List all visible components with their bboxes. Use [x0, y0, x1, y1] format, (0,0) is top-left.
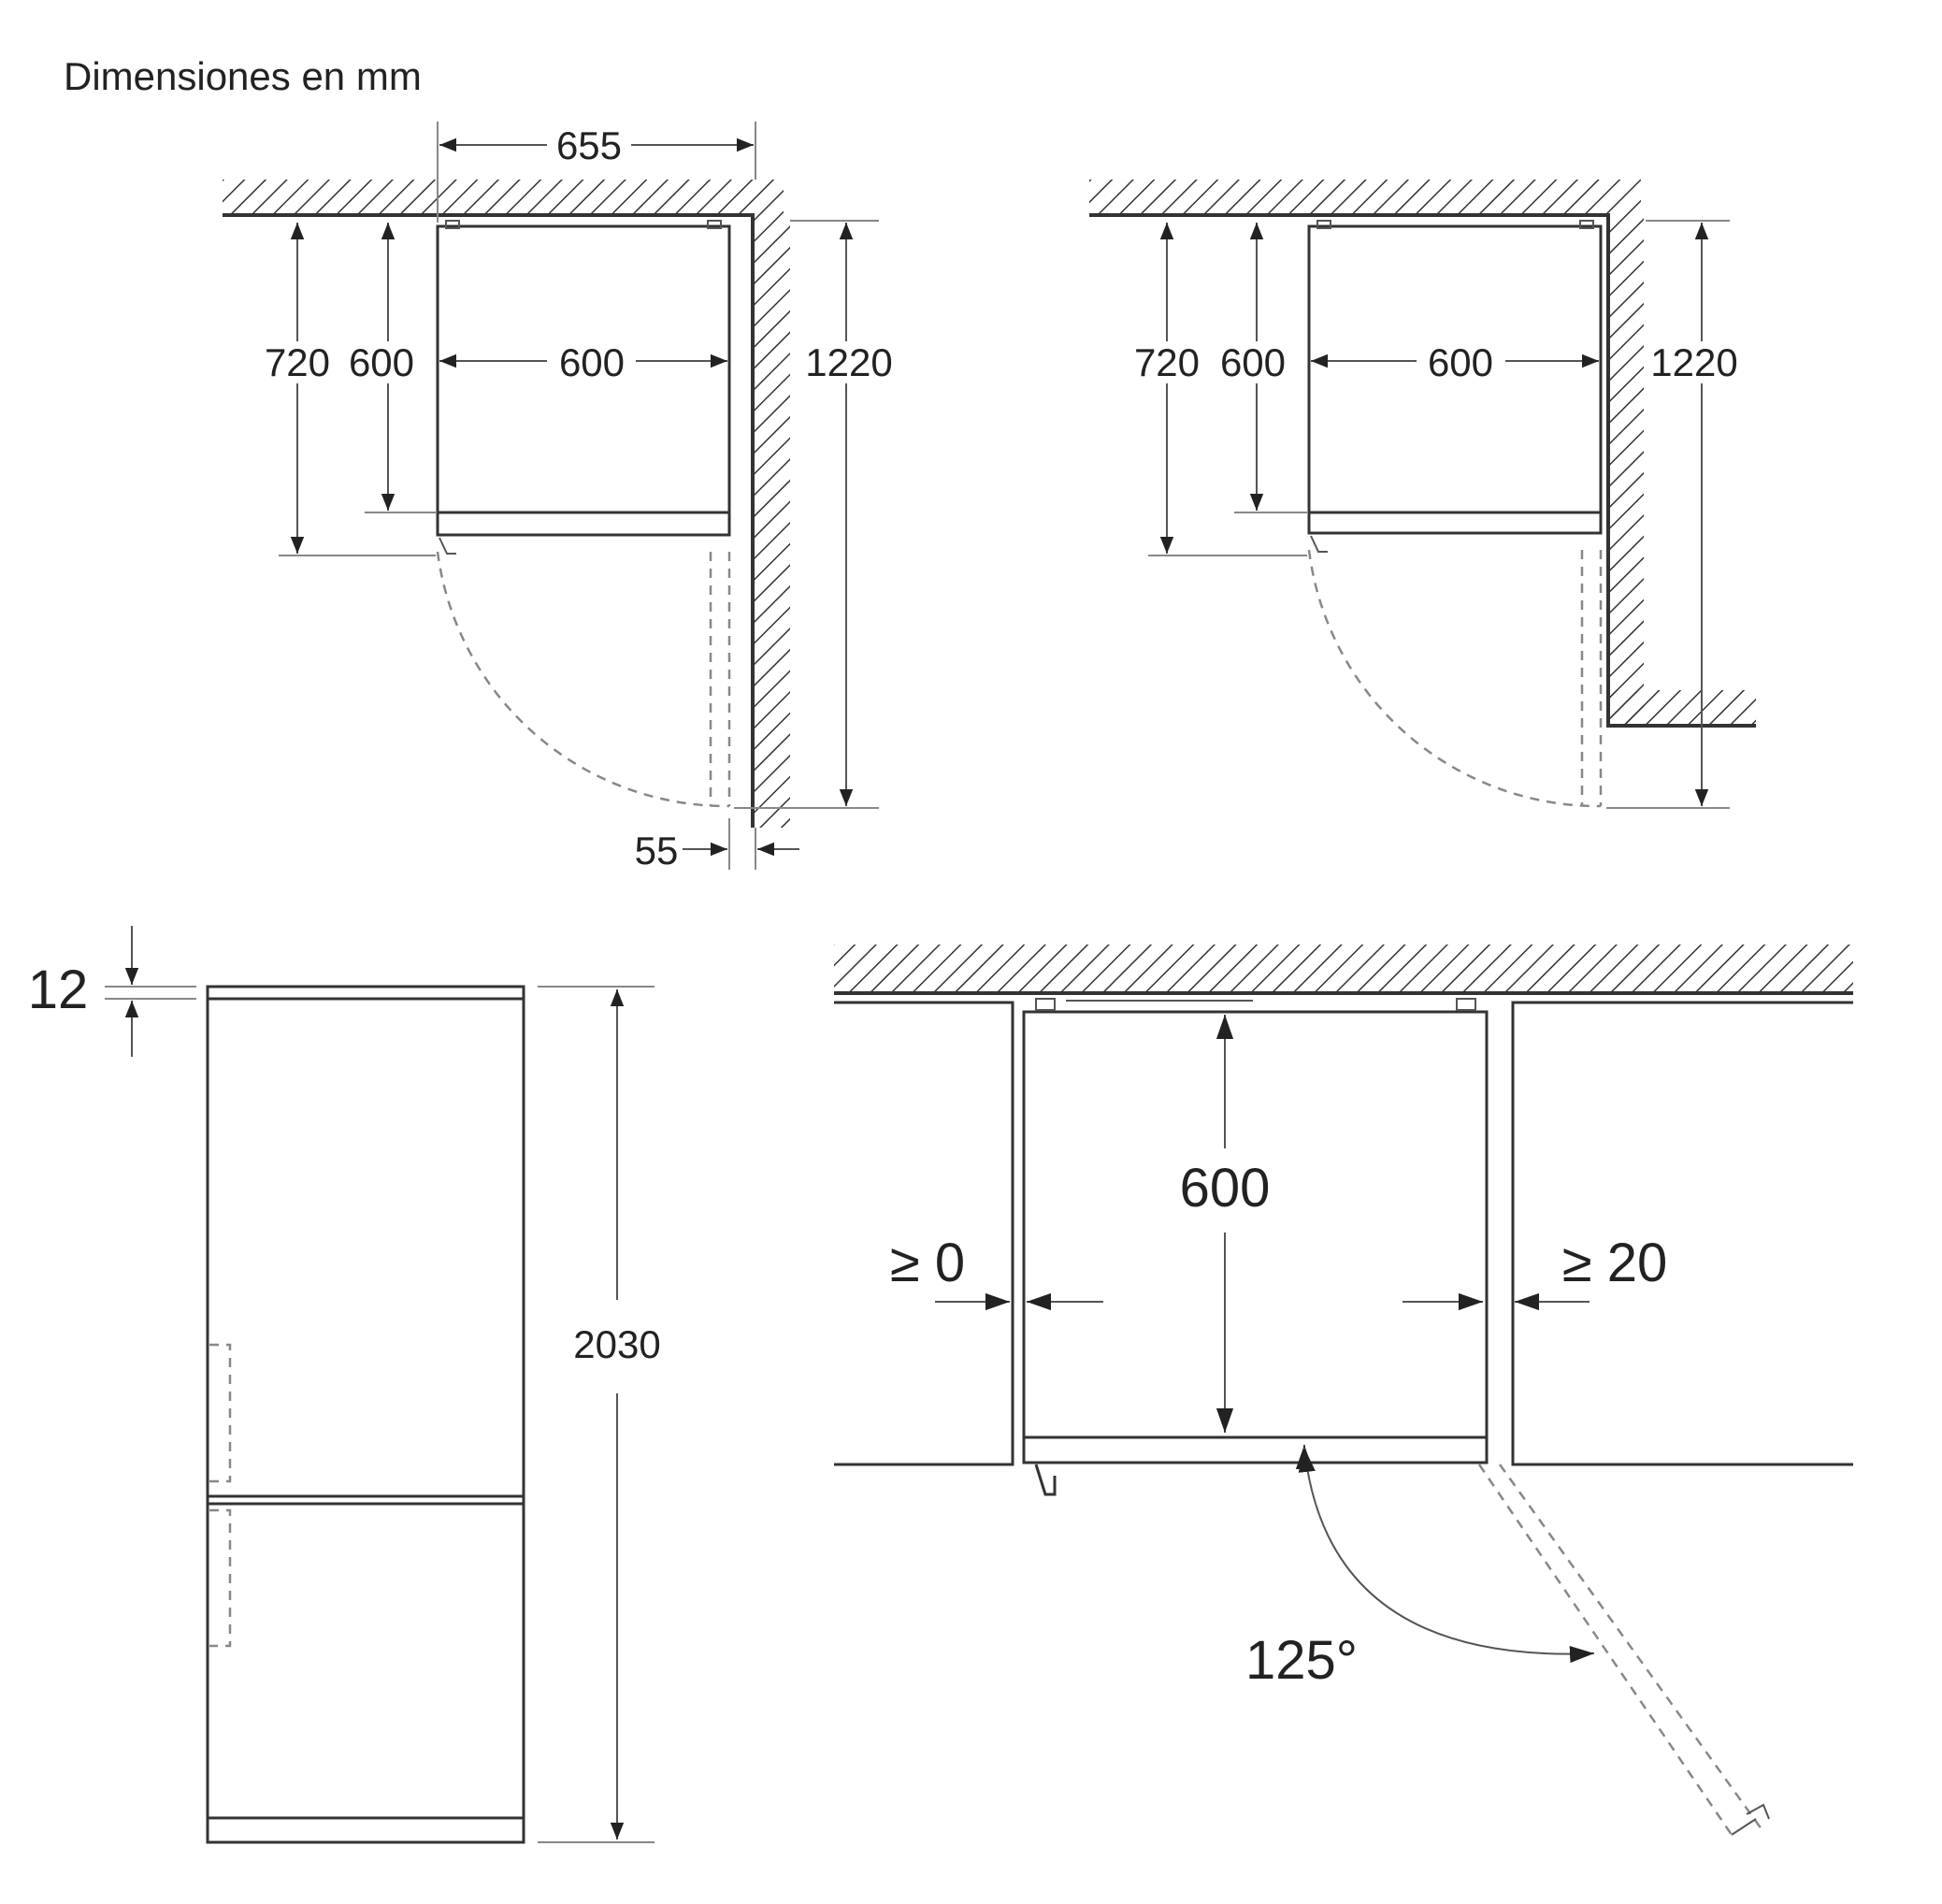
return-wall-hatch: [1608, 690, 1756, 726]
door-angle-arc: [1298, 1447, 1595, 1664]
cabinet-width-label: 600: [559, 340, 625, 384]
depth-with-door-label: 720: [265, 340, 330, 384]
back-wall-hatch: [223, 180, 784, 215]
door-angle-label: 125°: [1245, 1630, 1358, 1691]
diagram-caption: Dimensiones en mm: [64, 54, 422, 98]
side-wall-hatch: [1608, 215, 1644, 725]
cabinet-depth-label: 600: [1180, 1158, 1271, 1219]
depth-door-open-label: 1220: [1650, 340, 1737, 384]
wall-clearance-label: 55: [635, 829, 679, 873]
door-swing-arc: [436, 551, 730, 808]
top-right-plan-view: 720 600 600 1220: [1089, 180, 1756, 809]
right-cabinet-outline: [1511, 1001, 1853, 1466]
overall-width-label: 655: [556, 123, 622, 167]
total-height-label: 2030: [573, 1322, 660, 1366]
appliance-door: [1022, 1435, 1489, 1464]
left-gap-label: ≥ 0: [890, 1233, 965, 1293]
door-outline: [436, 511, 731, 537]
right-gap-label: ≥ 20: [1562, 1233, 1667, 1293]
door-outline: [1307, 511, 1603, 535]
cabinet-depth-label: 600: [349, 340, 414, 384]
open-door-dashed: [1477, 1464, 1733, 1836]
door-swing-arc: [1307, 549, 1602, 808]
niche-plan-view: 600 ≥ 0 ≥ 20 125°: [834, 945, 1853, 1836]
cabinet-outline: [436, 224, 731, 514]
front-elevation-view: 12 2030: [28, 926, 661, 1844]
depth-with-door-label: 720: [1134, 340, 1200, 384]
cabinet-width-label: 600: [1428, 340, 1493, 384]
cabinet-outline: [1307, 224, 1603, 514]
appliance-body: [206, 985, 525, 1844]
lower-handle: [209, 1508, 232, 1648]
top-left-plan-view: 655 720 600 600 1220 55: [223, 122, 893, 873]
niche-back-wall-hatch: [834, 945, 1853, 993]
depth-door-open-label: 1220: [805, 340, 892, 384]
appliance-body: [1022, 1010, 1489, 1439]
top-gap-label: 12: [28, 959, 89, 1020]
side-wall-hatch: [753, 215, 790, 828]
cabinet-depth-label: 600: [1220, 340, 1286, 384]
back-wall-hatch: [1089, 180, 1641, 215]
upper-handle: [209, 1343, 232, 1483]
left-cabinet-outline: [834, 1001, 1014, 1466]
